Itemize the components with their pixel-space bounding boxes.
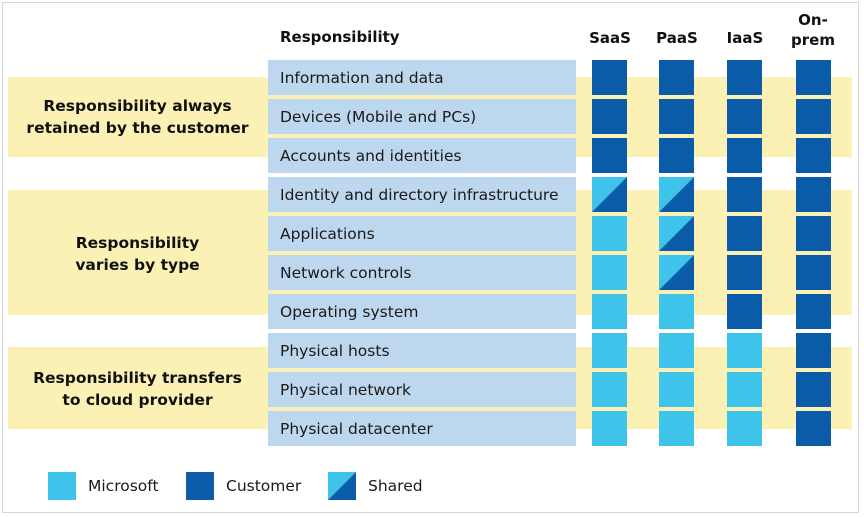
cell-customer [727, 177, 762, 212]
group-label-line: Responsibility transfers [33, 369, 242, 387]
cell-customer [796, 294, 831, 329]
legend-swatch-customer [186, 472, 214, 500]
legend-item-customer: Customer [186, 472, 301, 500]
column-header-saas: SaaS [589, 29, 631, 47]
responsibility-row: Identity and directory infrastructure [268, 177, 576, 212]
responsibility-row-label: Information and data [280, 68, 444, 87]
group-label-customer: Responsibility always retained by the cus… [10, 77, 265, 157]
cell-microsoft [659, 333, 694, 368]
responsibility-row: Physical hosts [268, 333, 576, 368]
cell-customer [727, 60, 762, 95]
cell-customer [727, 99, 762, 134]
column-header-onprem: On- prem [791, 11, 835, 49]
cell-microsoft [727, 333, 762, 368]
group-label-line: retained by the customer [26, 119, 249, 137]
cell-microsoft [592, 255, 627, 290]
cell-shared [659, 177, 694, 212]
responsibility-row: Physical network [268, 372, 576, 407]
cell-microsoft [592, 216, 627, 251]
cell-microsoft [659, 294, 694, 329]
cell-microsoft [592, 294, 627, 329]
cell-customer [659, 60, 694, 95]
cell-microsoft [727, 372, 762, 407]
responsibility-row: Physical datacenter [268, 411, 576, 446]
cell-shared [659, 255, 694, 290]
responsibility-row-label: Accounts and identities [280, 146, 462, 165]
responsibility-row-label: Identity and directory infrastructure [280, 185, 559, 204]
responsibility-row: Information and data [268, 60, 576, 95]
responsibility-row-label: Physical hosts [280, 341, 390, 360]
legend-label: Customer [226, 477, 302, 495]
group-label-line: Responsibility always [43, 97, 232, 115]
cell-customer [796, 372, 831, 407]
cell-customer [727, 216, 762, 251]
cell-customer [796, 99, 831, 134]
group-label-line: to cloud provider [62, 391, 213, 409]
responsibility-row-label: Physical datacenter [280, 419, 433, 438]
cell-customer [796, 138, 831, 173]
legend-item-shared: Shared [328, 472, 423, 500]
cell-customer [659, 99, 694, 134]
cell-customer [796, 411, 831, 446]
cell-customer [659, 138, 694, 173]
column-header-iaas: IaaS [726, 29, 764, 47]
legend-swatch-shared [328, 472, 356, 500]
responsibility-row: Operating system [268, 294, 576, 329]
cell-microsoft [659, 372, 694, 407]
group-label-line: Responsibility [75, 234, 200, 252]
group-label-varies: Responsibility varies by type [10, 214, 265, 294]
legend-label: Microsoft [88, 477, 159, 495]
cell-microsoft [592, 333, 627, 368]
cell-shared [592, 177, 627, 212]
column-header-paas: PaaS [656, 29, 698, 47]
cell-customer [796, 216, 831, 251]
cell-microsoft [592, 411, 627, 446]
group-label-line: varies by type [75, 256, 200, 274]
cell-customer [592, 99, 627, 134]
responsibility-header: Responsibility [280, 28, 400, 46]
cell-microsoft [727, 411, 762, 446]
responsibility-row: Network controls [268, 255, 576, 290]
responsibility-row: Accounts and identities [268, 138, 576, 173]
responsibility-row: Applications [268, 216, 576, 251]
cell-customer [592, 138, 627, 173]
cell-customer [727, 294, 762, 329]
cell-shared [659, 216, 694, 251]
responsibility-row-label: Physical network [280, 380, 411, 399]
responsibility-row: Devices (Mobile and PCs) [268, 99, 576, 134]
cell-customer [592, 60, 627, 95]
responsibility-row-label: Devices (Mobile and PCs) [280, 107, 477, 126]
legend-item-microsoft: Microsoft [48, 472, 159, 500]
cell-customer [796, 60, 831, 95]
cell-microsoft [659, 411, 694, 446]
cell-customer [727, 138, 762, 173]
cell-customer [796, 333, 831, 368]
legend-swatch-microsoft [48, 472, 76, 500]
responsibility-row-label: Applications [280, 224, 375, 243]
responsibility-row-label: Operating system [280, 302, 419, 321]
cell-customer [796, 177, 831, 212]
responsibility-row-label: Network controls [280, 263, 412, 282]
cell-microsoft [592, 372, 627, 407]
cell-customer [727, 255, 762, 290]
legend-label: Shared [368, 477, 423, 495]
cell-customer [796, 255, 831, 290]
group-label-provider: Responsibility transfers to cloud provide… [10, 349, 265, 429]
